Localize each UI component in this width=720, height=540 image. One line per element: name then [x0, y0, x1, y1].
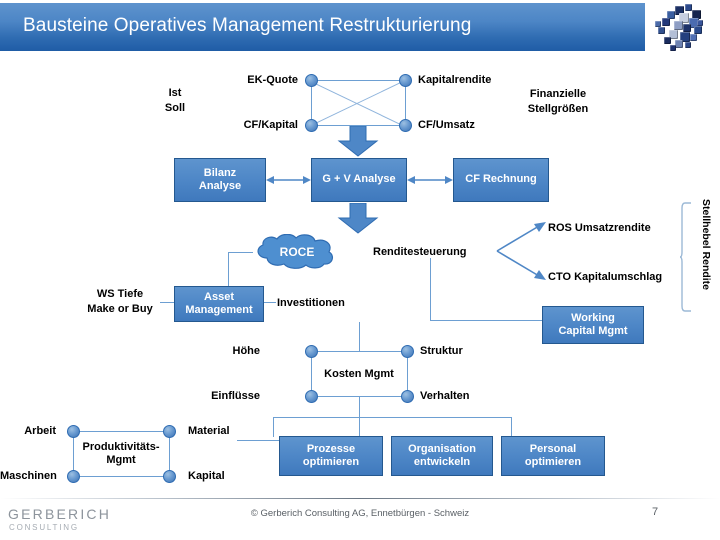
node-cf-umsatz[interactable]	[399, 119, 412, 132]
label-ws-tiefe: WS Tiefe	[96, 288, 144, 300]
tree-drop-3	[511, 417, 512, 437]
label-stellhebel-rendite: Stellhebel Rendite	[700, 199, 712, 291]
box-gv-analyse-label: G + V Analyse	[322, 173, 396, 186]
label-cf-umsatz: CF/Umsatz	[418, 119, 475, 131]
label-soll: Soll	[164, 102, 186, 114]
label-verhalten: Verhalten	[420, 390, 470, 402]
label-finanzielle: Finanzielle	[529, 88, 587, 100]
box-organisation-label: Organisation entwickeln	[408, 442, 476, 469]
box-working-capital-label: Working Capital Mgmt	[558, 311, 628, 338]
box-prozesse-label: Prozesse optimieren	[302, 442, 360, 469]
connector-material-prozesse	[237, 440, 279, 441]
connector-roce-left	[228, 252, 253, 253]
label-produktivitaets-mgmt: Produktivitäts- Mgmt	[82, 441, 160, 466]
node-arbeit[interactable]	[67, 425, 80, 438]
finance-diagonal-up	[313, 78, 408, 125]
label-ros-umsatzrendite: ROS Umsatzrendite	[548, 222, 651, 234]
connector-to-working-capital	[430, 320, 542, 321]
connector-rendite-down	[430, 258, 431, 320]
prod-edge-right	[169, 431, 170, 476]
label-investitionen: Investitionen	[277, 297, 345, 309]
label-material: Material	[188, 425, 230, 437]
label-kosten-mgmt: Kosten Mgmt	[324, 368, 394, 380]
page-title: Bausteine Operatives Management Restrukt…	[23, 15, 472, 36]
tree-drop-2	[359, 417, 360, 437]
label-make-or-buy: Make or Buy	[87, 303, 153, 315]
connector-roce-to-asset	[228, 252, 229, 286]
bracket-stellhebel-icon	[680, 202, 691, 312]
box-bilanz-analyse[interactable]: Bilanz Analyse	[174, 158, 266, 202]
arrow-bilanz-gv-icon	[266, 176, 311, 184]
box-personal-optimieren[interactable]: Personal optimieren	[501, 436, 605, 476]
box-asset-management[interactable]: Asset Management	[174, 286, 264, 322]
node-ek-quote[interactable]	[305, 74, 318, 87]
arrow-gv-cf-icon	[407, 176, 453, 184]
node-maschinen[interactable]	[67, 470, 80, 483]
node-cf-kapital[interactable]	[305, 119, 318, 132]
header-bar	[0, 3, 645, 51]
finance-edge-left	[311, 80, 312, 125]
box-prozesse-optimieren[interactable]: Prozesse optimieren	[279, 436, 383, 476]
label-ek-quote: EK-Quote	[247, 74, 298, 86]
footer-copyright: © Gerberich Consulting AG, Ennetbürgen -…	[250, 508, 470, 519]
finance-edge-right	[405, 80, 406, 125]
label-struktur: Struktur	[420, 345, 463, 357]
label-ist: Ist	[168, 87, 182, 99]
label-renditesteuerung: Renditesteuerung	[373, 246, 467, 258]
label-kapitalrendite: Kapitalrendite	[418, 74, 492, 86]
tree-stem	[359, 396, 360, 417]
tree-bar	[273, 417, 511, 418]
cloud-roce-label: ROCE	[279, 245, 315, 259]
tree-drop-1	[273, 417, 274, 437]
node-struktur[interactable]	[401, 345, 414, 358]
label-arbeit: Arbeit	[24, 425, 56, 437]
label-cf-kapital: CF/Kapital	[243, 119, 298, 131]
node-verhalten[interactable]	[401, 390, 414, 403]
cost-edge-left	[311, 351, 312, 396]
cost-edge-top	[311, 351, 407, 352]
box-personal-label: Personal optimieren	[524, 442, 582, 469]
connector-above-kosten	[359, 322, 360, 351]
arrows-rendite-branch-icon	[496, 222, 546, 280]
node-kapital[interactable]	[163, 470, 176, 483]
cube-cluster-logo-icon	[645, 0, 720, 55]
label-kapital: Kapital	[188, 470, 225, 482]
footer-page-number: 7	[651, 506, 659, 518]
prod-edge-bottom	[73, 476, 169, 477]
footer-divider	[0, 498, 720, 499]
prod-edge-left	[73, 431, 74, 476]
arrow-down-gv-icon	[337, 203, 379, 234]
label-einfluesse: Einflüsse	[211, 390, 260, 402]
box-bilanz-analyse-label: Bilanz Analyse	[198, 166, 242, 193]
label-maschinen: Maschinen	[0, 470, 57, 482]
cloud-roce[interactable]: ROCE	[251, 233, 343, 270]
connector-asset-investitionen	[264, 302, 276, 303]
box-gv-analyse[interactable]: G + V Analyse	[311, 158, 407, 202]
arrow-down-finance-icon	[337, 126, 379, 157]
box-cf-rechnung[interactable]: CF Rechnung	[453, 158, 549, 202]
connector-wstiefe-asset	[160, 302, 174, 303]
node-kapitalrendite[interactable]	[399, 74, 412, 87]
label-hoehe: Höhe	[232, 345, 261, 357]
node-material[interactable]	[163, 425, 176, 438]
label-stellgroessen: Stellgrößen	[527, 103, 589, 115]
box-asset-management-label: Asset Management	[185, 290, 253, 317]
node-einfluesse[interactable]	[305, 390, 318, 403]
finance-edge-top	[311, 80, 405, 81]
finance-diagonal-down	[312, 82, 408, 129]
prod-edge-top	[73, 431, 169, 432]
node-hoehe[interactable]	[305, 345, 318, 358]
box-working-capital-mgmt[interactable]: Working Capital Mgmt	[542, 306, 644, 344]
footer-logo-secondary: CONSULTING	[9, 523, 79, 532]
box-organisation-entwickeln[interactable]: Organisation entwickeln	[391, 436, 493, 476]
label-cto-kapitalumschlag: CTO Kapitalumschlag	[548, 271, 663, 283]
cost-edge-right	[407, 351, 408, 396]
footer-logo-primary: GERBERICH	[8, 506, 112, 522]
box-cf-rechnung-label: CF Rechnung	[465, 173, 537, 186]
